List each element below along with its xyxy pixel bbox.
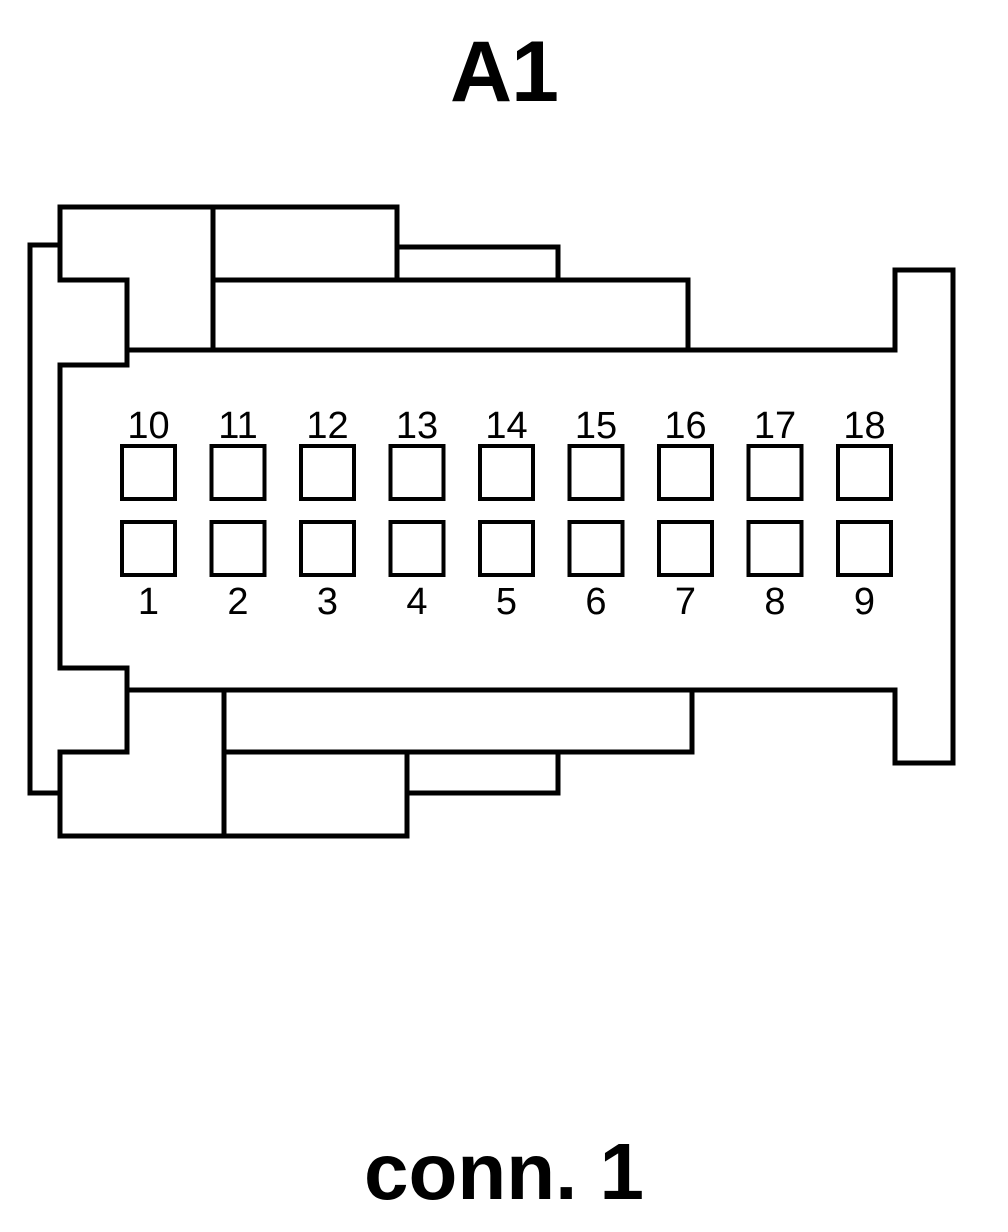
pin-cavity-8 bbox=[746, 520, 804, 577]
pin-label-7: 7 bbox=[675, 581, 696, 623]
pin-label-14: 14 bbox=[485, 405, 527, 447]
pin-label-11: 11 bbox=[218, 405, 257, 447]
pin-label-2: 2 bbox=[227, 581, 248, 623]
pin-cavity-7 bbox=[657, 520, 714, 577]
pin-label-15: 15 bbox=[575, 405, 617, 447]
pin-cavity-12 bbox=[299, 444, 356, 501]
housing-inner-line-lower bbox=[127, 687, 692, 836]
pin-cavity-2 bbox=[209, 520, 267, 577]
pin-cavity-15 bbox=[567, 444, 625, 501]
connector-name: A1 bbox=[450, 24, 559, 120]
housing-inner-line-upper bbox=[127, 207, 688, 353]
pin-cavity-16 bbox=[657, 444, 714, 501]
pin-cavity-5 bbox=[478, 520, 535, 577]
pin-cavity-18 bbox=[836, 444, 893, 501]
pin-cavity-11 bbox=[209, 444, 267, 501]
pin-cavity-1 bbox=[120, 520, 177, 577]
pin-cavity-6 bbox=[567, 520, 625, 577]
pin-cavity-9 bbox=[836, 520, 893, 577]
pin-row-top: 10 11 12 13 14 15 16 17 18 bbox=[120, 405, 893, 501]
pin-cavity-3 bbox=[299, 520, 356, 577]
pin-label-13: 13 bbox=[396, 405, 438, 447]
pin-label-6: 6 bbox=[585, 581, 606, 623]
pin-label-17: 17 bbox=[754, 405, 796, 447]
pin-label-5: 5 bbox=[496, 581, 517, 623]
pin-cavity-17 bbox=[746, 444, 804, 501]
pin-label-18: 18 bbox=[843, 405, 885, 447]
pin-label-16: 16 bbox=[664, 405, 706, 447]
housing-back-plate bbox=[27, 242, 60, 796]
pin-label-10: 10 bbox=[127, 405, 169, 447]
pin-label-4: 4 bbox=[406, 581, 427, 623]
connector-caption: conn. 1 bbox=[363, 1127, 645, 1216]
pin-cavity-10 bbox=[120, 444, 177, 501]
pin-label-1: 1 bbox=[138, 581, 159, 623]
pin-cavity-13 bbox=[388, 444, 446, 501]
pin-label-3: 3 bbox=[317, 581, 338, 623]
pin-label-8: 8 bbox=[764, 581, 785, 623]
pin-label-12: 12 bbox=[306, 405, 348, 447]
pin-cavity-4 bbox=[388, 520, 446, 577]
pin-label-9: 9 bbox=[854, 581, 875, 623]
pin-cavity-14 bbox=[478, 444, 535, 501]
pin-row-bottom: 1 2 3 4 5 6 7 8 9 bbox=[120, 520, 893, 623]
